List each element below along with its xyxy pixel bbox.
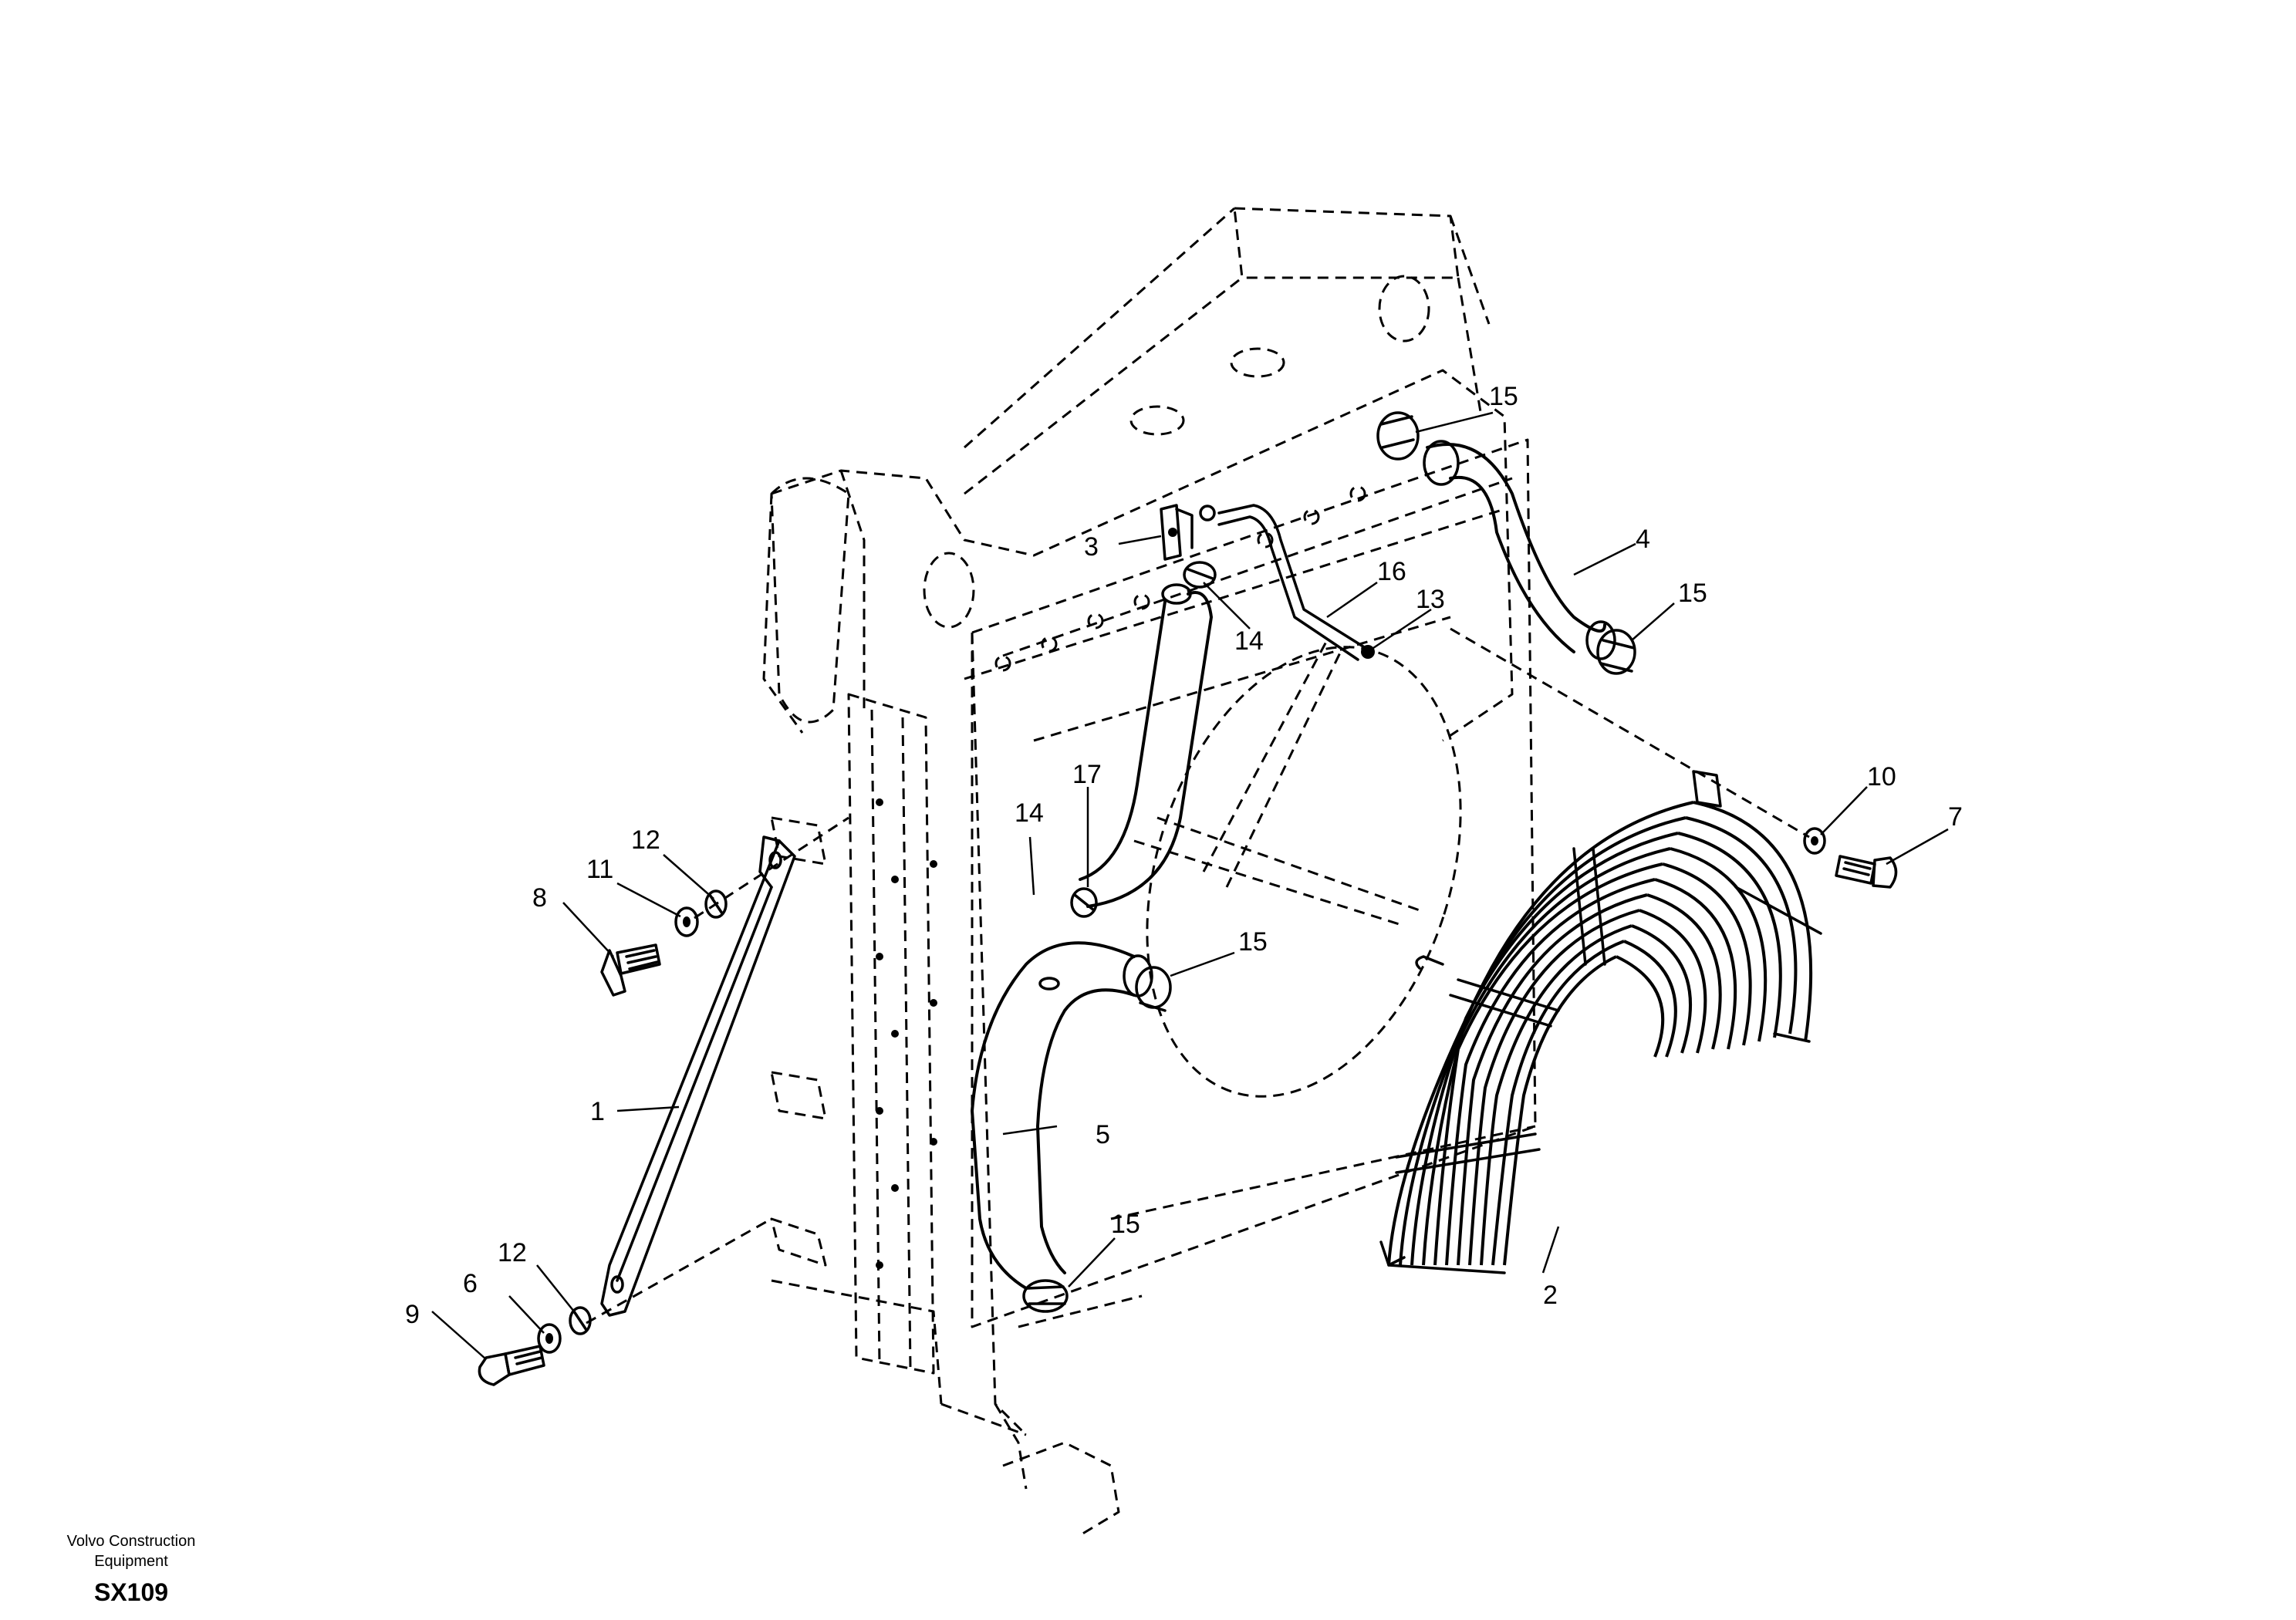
callout-12-lower: 12 bbox=[498, 1238, 527, 1267]
callout-6: 6 bbox=[463, 1269, 478, 1298]
rivet-row bbox=[876, 798, 937, 1269]
radiator-phantom bbox=[762, 207, 1537, 1537]
hose-clamp-15-middle bbox=[1135, 966, 1172, 1012]
alignment-lines bbox=[586, 627, 1810, 1325]
hose-clamp-15-top bbox=[1376, 411, 1420, 461]
callout-15-bottom: 15 bbox=[1111, 1210, 1140, 1239]
callout-8: 8 bbox=[532, 883, 547, 913]
leader-lines bbox=[431, 411, 1949, 1360]
tube-part-16 bbox=[1199, 504, 1375, 661]
callout-11: 11 bbox=[586, 855, 613, 884]
callout-7: 7 bbox=[1948, 802, 1963, 832]
callout-labels: 1 2 3 4 5 6 7 8 9 10 11 12 12 13 14 14 1… bbox=[405, 382, 1963, 1329]
upper-bolt-8 bbox=[600, 943, 661, 997]
callout-17: 17 bbox=[1072, 760, 1102, 789]
callout-15-middle: 15 bbox=[1238, 927, 1268, 957]
diagram-code: SX109 bbox=[94, 1578, 168, 1606]
middle-hose-part-17 bbox=[1079, 583, 1213, 908]
fan-guard-part-2 bbox=[1379, 770, 1822, 1274]
callout-3: 3 bbox=[1084, 532, 1099, 562]
callout-15-right: 15 bbox=[1678, 579, 1707, 608]
callout-14-lower: 14 bbox=[1015, 798, 1044, 828]
hose-clamp-15-right bbox=[1596, 629, 1636, 675]
callout-1: 1 bbox=[590, 1097, 605, 1126]
company-name-line1: Volvo Construction bbox=[67, 1533, 196, 1550]
callout-10: 10 bbox=[1867, 762, 1896, 791]
hose-clamp-14-top bbox=[1183, 561, 1217, 589]
callout-2: 2 bbox=[1543, 1281, 1558, 1310]
upper-hose-part-4 bbox=[1423, 440, 1616, 660]
upper-washer-11 bbox=[674, 906, 699, 937]
support-bar-part-1 bbox=[600, 835, 796, 1317]
right-bolt-7 bbox=[1835, 855, 1898, 889]
callout-12-upper: 12 bbox=[631, 825, 660, 855]
right-washer-10 bbox=[1803, 827, 1826, 855]
callout-15-top: 15 bbox=[1489, 382, 1518, 411]
company-name-line2: Equipment bbox=[94, 1553, 168, 1570]
bracket-part-3 bbox=[1160, 504, 1194, 561]
callout-4: 4 bbox=[1636, 525, 1650, 554]
callout-5: 5 bbox=[1096, 1120, 1110, 1149]
callout-16: 16 bbox=[1377, 557, 1406, 586]
footer: Volvo Construction Equipment SX109 bbox=[67, 1533, 196, 1606]
callout-14-upper: 14 bbox=[1234, 626, 1264, 656]
hose-clamp-14-lower bbox=[1070, 887, 1098, 918]
callout-13: 13 bbox=[1416, 585, 1445, 614]
hose-clamp-15-bottom bbox=[1022, 1279, 1069, 1313]
lower-bolt-9 bbox=[478, 1345, 545, 1386]
header-bolt-row bbox=[994, 485, 1366, 672]
callout-9: 9 bbox=[405, 1300, 420, 1329]
lower-washer-6 bbox=[537, 1323, 562, 1354]
